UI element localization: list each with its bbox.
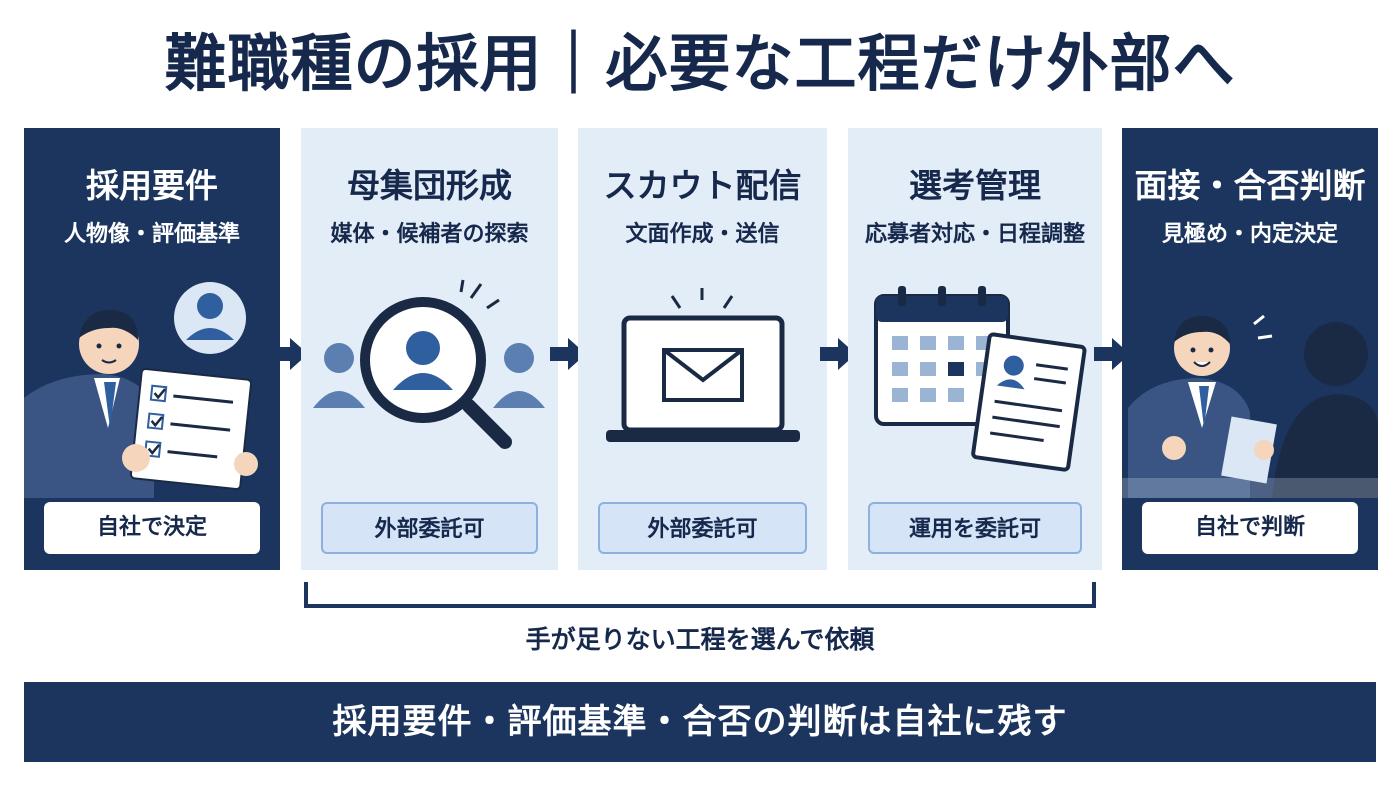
step-card-sourcing: 母集団形成 媒体・候補者の探索 外部委託可 [301,128,558,570]
step-title: 母集団形成 [347,166,512,205]
step-subtitle: 文面作成・送信 [625,222,780,247]
step-tag: 外部委託可 [321,502,538,554]
step-tag: 運用を委託可 [868,502,1082,554]
bottom-banner: 採用要件・評価基準・合否の判断は自社に残す [24,682,1376,762]
step-subtitle: 見極め・内定決定 [1161,222,1338,247]
calendar-resume-icon [848,278,1102,498]
step-tag: 自社で判断 [1142,502,1358,554]
grouping-bracket [304,582,1096,608]
recruiter-checklist-icon [24,278,280,498]
step-title: スカウト配信 [603,166,802,205]
step-title: 選考管理 [909,166,1041,205]
step-subtitle: 人物像・評価基準 [63,222,240,247]
step-card-selection: 選考管理 応募者対応・日程調整 [848,128,1102,570]
step-tag: 外部委託可 [598,502,807,554]
step-title: 面接・合否判断 [1134,166,1366,205]
arrow-right-icon [1094,338,1130,370]
bracket-note: 手が足りない工程を選んで依頼 [525,625,875,654]
page-title: 難職種の採用｜必要な工程だけ外部へ [164,27,1236,100]
step-subtitle: 応募者対応・日程調整 [864,222,1085,247]
laptop-mail-icon [578,278,827,498]
step-subtitle: 媒体・候補者の探索 [330,222,529,247]
step-title: 採用要件 [86,166,218,205]
arrow-right-icon [820,338,856,370]
arrow-right-icon [272,338,308,370]
step-card-interview: 面接・合否判断 見極め・内定決定 自社で判断 [1122,128,1378,570]
magnifier-people-icon [301,278,558,498]
step-tag: 自社で決定 [44,502,260,554]
step-card-requirements: 採用要件 人物像・評価基準 [24,128,280,570]
interview-icon [1122,278,1378,498]
arrow-right-icon [550,338,586,370]
step-card-scout: スカウト配信 文面作成・送信 外部委託可 [578,128,827,570]
